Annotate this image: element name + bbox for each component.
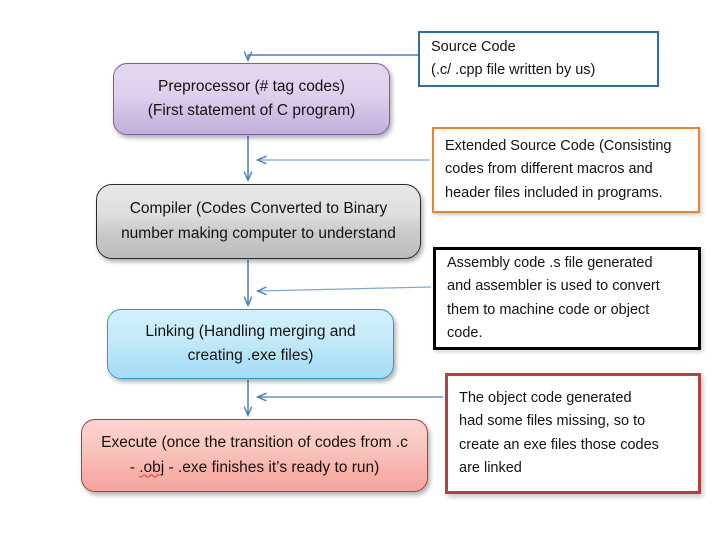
note-object-code-line-3: create an exe files those codes [459,436,659,453]
note-object-code[interactable]: The object code generated had some files… [445,373,701,494]
node-linking-line-2: creating .exe files) [187,347,314,364]
node-preprocessor-line-1: Preprocessor (# tag codes) [158,77,345,95]
note-object-code-line-4: are linked [459,459,522,476]
node-execute-line-2: - .obj - .exe finishes it’s ready to run… [92,456,417,480]
node-linking-label: Linking (Handling merging and creating .… [118,320,383,368]
note-object-code-line-1: The object code generated [459,389,632,406]
note-source-code-line-1: Source Code [431,38,516,55]
node-execute-label: Execute (once the transition of codes fr… [92,431,417,479]
note-source-code[interactable]: Source Code (.c/ .cpp file written by us… [418,31,659,87]
connector-assembly-to-flow [258,286,432,291]
node-execute-line-1: Execute (once the transition of codes fr… [101,434,408,452]
node-compiler-label: Compiler (Codes Converted to Binary numb… [107,197,410,245]
node-preprocessor-line-2: (First statement of C program) [147,102,356,119]
note-extended-source-code-line-2: codes from different macros and [445,161,653,178]
node-execute-line-2-prefix: - [129,458,140,476]
node-compiler-line-2: number making computer to understand [121,224,396,242]
node-compiler[interactable]: Compiler (Codes Converted to Binary numb… [96,184,421,259]
note-object-code-line-2: had some files missing, so to [459,413,646,430]
node-linking[interactable]: Linking (Handling merging and creating .… [107,309,394,379]
node-execute-line-2-suffix: - .exe finishes it’s ready to run) [164,458,380,476]
node-preprocessor[interactable]: Preprocessor (# tag codes) (First statem… [113,63,390,135]
note-assembly-code-line-2: and assembler is used to convert [447,278,660,295]
node-execute-misspelled-word: .obj [139,458,165,476]
node-linking-line-1: Linking (Handling merging and [145,322,356,340]
note-extended-source-code-line-3: header files included in programs. [445,184,663,201]
connector-source-to-preprocessor [248,55,418,60]
note-assembly-code-line-1: Assembly code .s file generated [447,254,653,271]
note-assembly-code-line-3: them to machine code or object [447,301,650,318]
note-source-code-line-2: (.c/ .cpp file written by us) [431,62,596,78]
node-preprocessor-label: Preprocessor (# tag codes) (First statem… [124,75,379,123]
note-extended-source-code-line-1: Extended Source Code (Consisting [445,137,672,154]
node-execute[interactable]: Execute (once the transition of codes fr… [81,419,428,492]
note-extended-source-code[interactable]: Extended Source Code (Consisting codes f… [432,127,700,213]
note-assembly-code-line-4: code. [447,324,483,341]
note-assembly-code[interactable]: Assembly code .s file generated and asse… [433,247,701,350]
node-compiler-line-1: Compiler (Codes Converted to Binary [129,200,388,218]
